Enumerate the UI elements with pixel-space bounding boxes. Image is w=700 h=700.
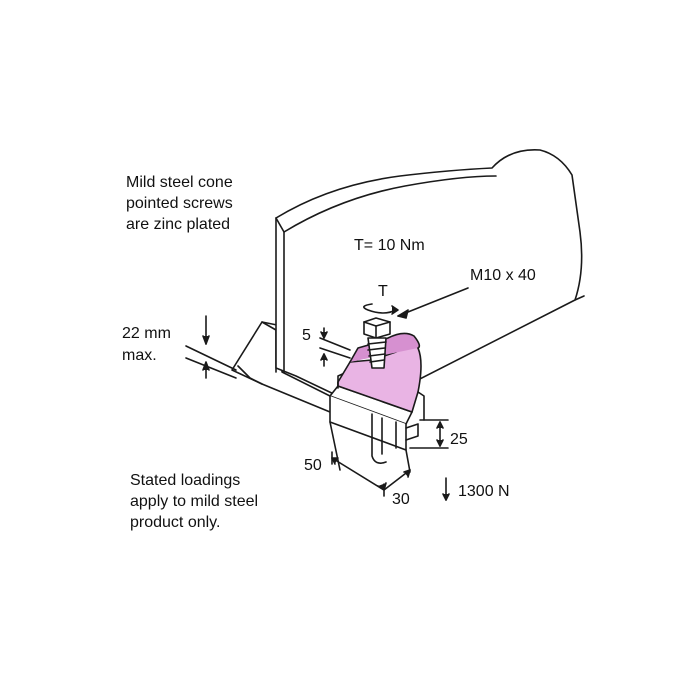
- gap-dimension-label: 5: [302, 327, 311, 344]
- width-dimension-label: 50: [304, 457, 322, 474]
- beam-web: [275, 149, 585, 397]
- screws-note-line-3: are zinc plated: [126, 216, 231, 233]
- torque-arrow: [363, 303, 399, 315]
- loadings-note-line-3: product only.: [130, 514, 221, 531]
- screws-note-line-2: pointed screws: [126, 195, 233, 212]
- dim-flange-thickness: [185, 315, 237, 379]
- flange-max-value-label: 22 mm: [122, 325, 171, 342]
- screw-leader-arrowhead: [397, 309, 409, 319]
- screw-size-label: M10 x 40: [470, 267, 536, 284]
- torque-symbol-label: T: [378, 283, 388, 300]
- flange-max-suffix-label: max.: [122, 347, 157, 364]
- dim-width: [331, 451, 385, 497]
- loadings-note-line-2: apply to mild steel: [130, 493, 259, 510]
- screw-leader-line: [397, 287, 469, 317]
- height-dimension-label: 25: [450, 431, 468, 448]
- clamp-base: [329, 385, 419, 473]
- screws-note-line-1: Mild steel cone: [126, 174, 233, 191]
- load-label: 1300 N: [458, 483, 510, 500]
- screws-note: Mild steel cone pointed screws are zinc …: [126, 172, 233, 235]
- torque-value-label: T= 10 Nm: [354, 237, 425, 254]
- hex-screw: [363, 317, 391, 369]
- loadings-note-line-1: Stated loadings: [130, 472, 241, 489]
- loadings-note: Stated loadings apply to mild steel prod…: [130, 470, 258, 533]
- dim-gap: [319, 327, 351, 367]
- depth-dimension-label: 30: [392, 491, 410, 508]
- load-arrow: [442, 477, 450, 501]
- dim-depth: [377, 469, 411, 491]
- dim-height: [409, 419, 449, 449]
